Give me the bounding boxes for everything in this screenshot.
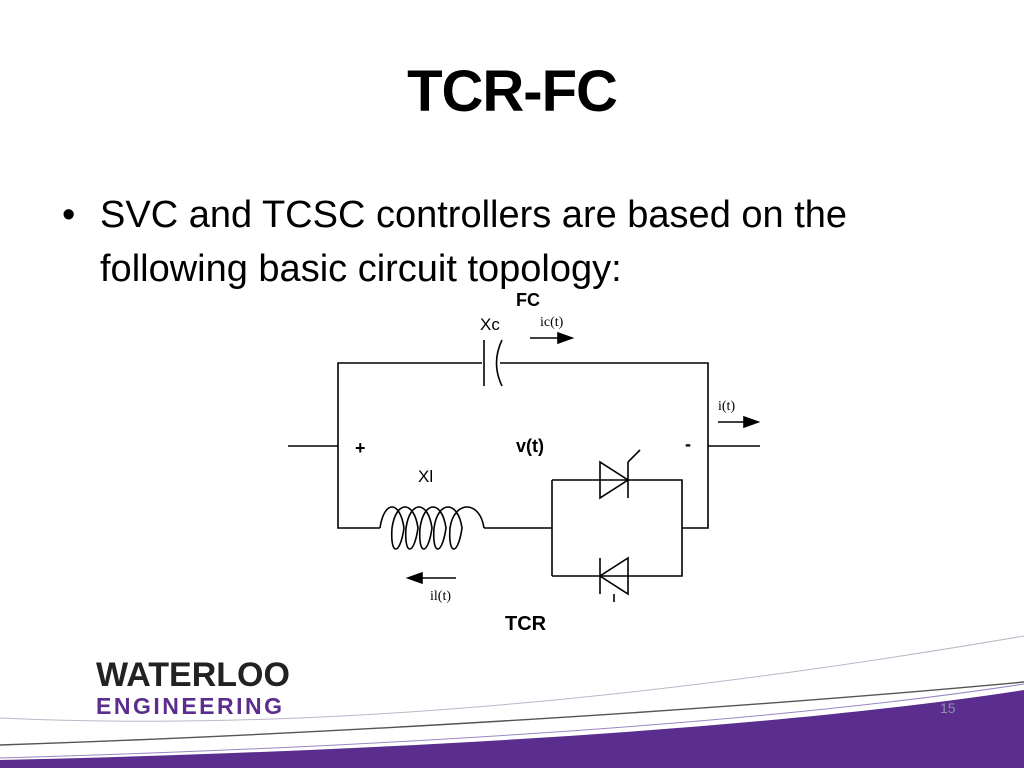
page-number: 15	[940, 700, 956, 716]
capacitor-plate-right	[495, 339, 503, 387]
minus-label: -	[685, 434, 691, 454]
il-label: il(t)	[430, 589, 451, 604]
waterloo-engineering-logo: WATERLOO ENGINEERING	[96, 657, 290, 719]
tcr-left-wire	[337, 446, 380, 529]
bullet-text: SVC and TCSC controllers are based on th…	[100, 194, 848, 290]
fc-top-wire-left	[337, 362, 482, 446]
tcr-right-wire	[682, 446, 709, 529]
thyristor-upper-icon	[599, 460, 630, 500]
inductor-coil	[379, 506, 485, 550]
ic-label: ic(t)	[540, 315, 564, 330]
fc-top-wire-right	[500, 362, 709, 446]
plus-label: +	[355, 438, 366, 458]
fc-label: FC	[516, 290, 540, 310]
logo-line-1: WATERLOO	[96, 656, 290, 694]
i-label: i(t)	[718, 399, 735, 414]
logo-line-2: ENGINEERING	[96, 693, 285, 719]
vt-label: v(t)	[516, 436, 544, 456]
xc-label: Xc	[480, 315, 500, 334]
tcr-label: TCR	[505, 613, 547, 635]
bullet-dot-icon: •	[62, 194, 76, 236]
thyristor-lower-icon	[598, 556, 629, 596]
slide-title: TCR-FC	[407, 59, 618, 124]
xl-label: Xl	[418, 467, 433, 486]
